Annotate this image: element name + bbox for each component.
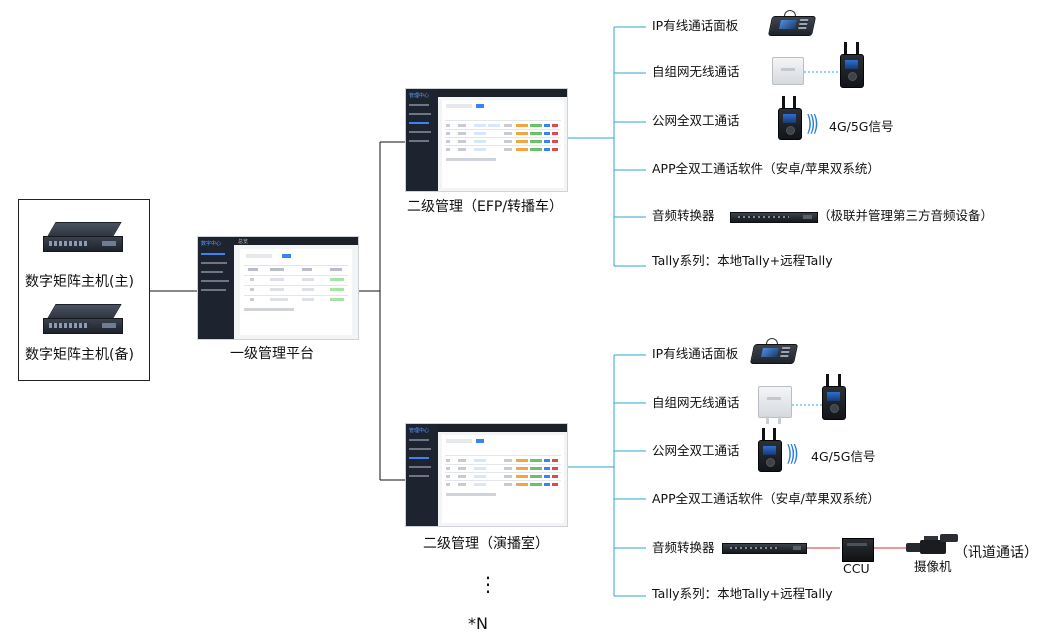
efp-public-duplex-label: 公网全双工通话 <box>652 113 740 128</box>
primary-host-device-icon <box>43 222 123 252</box>
efp-tally-label: Tally系列：本地Tally+远程Tally <box>652 253 833 268</box>
ccu-device-icon <box>842 538 874 562</box>
efp-screen-mockup: 管理中心 <box>405 88 568 192</box>
primary-host-label: 数字矩阵主机(主) <box>25 274 134 290</box>
ip-panel-device-icon <box>749 338 799 364</box>
studio-app-label: APP全双工通话软件（安卓/苹果双系统） <box>652 491 880 506</box>
mesh-radio-device-icon <box>822 386 846 420</box>
efp-app-label: APP全双工通话软件（安卓/苹果双系统） <box>652 161 880 176</box>
more-dots: ⋮ <box>478 572 498 596</box>
efp-label: 二级管理（EFP/转播车） <box>407 199 564 215</box>
platform-screen-mockup: 数字中心 总览 <box>197 236 359 340</box>
efp-ip-panel-label: IP有线通话面板 <box>652 18 739 33</box>
efp-audio-note-label: （极联并管理第三方音频设备） <box>818 208 994 223</box>
studio-screen-mockup: 管理中心 <box>405 423 568 527</box>
backup-host-device-icon <box>43 304 123 334</box>
antenna-icon <box>773 428 776 440</box>
antenna-icon <box>766 416 769 424</box>
platform-screen-title: 数字中心 <box>201 241 222 247</box>
studio-mesh-wireless-label: 自组网无线通话 <box>652 395 740 410</box>
public-radio-device-icon <box>758 440 782 472</box>
ccu-label: CCU <box>843 561 870 576</box>
efp-screen-title: 管理中心 <box>409 93 430 99</box>
ip-panel-device-icon <box>767 10 817 36</box>
studio-ip-panel-label: IP有线通话面板 <box>652 346 739 361</box>
studio-screen-title: 管理中心 <box>409 428 430 434</box>
studio-tally-label: Tally系列：本地Tally+远程Tally <box>652 586 833 601</box>
camera-device-icon <box>906 532 962 558</box>
camera-label: 摄像机 <box>914 559 952 574</box>
talkback-label: （讯道通话） <box>954 545 1038 561</box>
audio-converter-device-icon <box>730 212 818 223</box>
backup-host-label: 数字矩阵主机(备) <box>25 347 134 363</box>
studio-public-duplex-label: 公网全双工通话 <box>652 443 740 458</box>
efp-signal-label: 4G/5G信号 <box>829 119 894 134</box>
antenna-icon <box>782 96 785 108</box>
studio-label: 二级管理（演播室） <box>423 536 549 552</box>
platform-label: 一级管理平台 <box>230 346 314 362</box>
mesh-radio-device-icon <box>840 54 864 88</box>
antenna-icon <box>856 42 859 54</box>
signal-wave-icon: ))) <box>786 440 799 467</box>
antenna-icon <box>844 42 847 54</box>
platform-screen-header: 总览 <box>238 239 249 245</box>
more-label: *N <box>468 614 488 633</box>
signal-wave-icon: ))) <box>806 110 819 137</box>
antenna-icon <box>838 374 841 386</box>
audio-converter-device-icon <box>722 543 807 554</box>
host-group-box: 数字矩阵主机(主) 数字矩阵主机(备) <box>18 199 150 381</box>
studio-signal-label: 4G/5G信号 <box>811 449 876 464</box>
antenna-icon <box>826 374 829 386</box>
efp-audio-converter-label: 音频转换器 <box>652 208 715 223</box>
studio-audio-converter-label: 音频转换器 <box>652 540 715 555</box>
antenna-icon <box>762 428 765 440</box>
base-station-device-icon <box>758 386 792 418</box>
public-radio-device-icon <box>778 108 802 140</box>
antenna-icon <box>793 96 796 108</box>
base-station-device-icon <box>772 57 804 85</box>
antenna-icon <box>778 416 781 424</box>
efp-mesh-wireless-label: 自组网无线通话 <box>652 64 740 79</box>
